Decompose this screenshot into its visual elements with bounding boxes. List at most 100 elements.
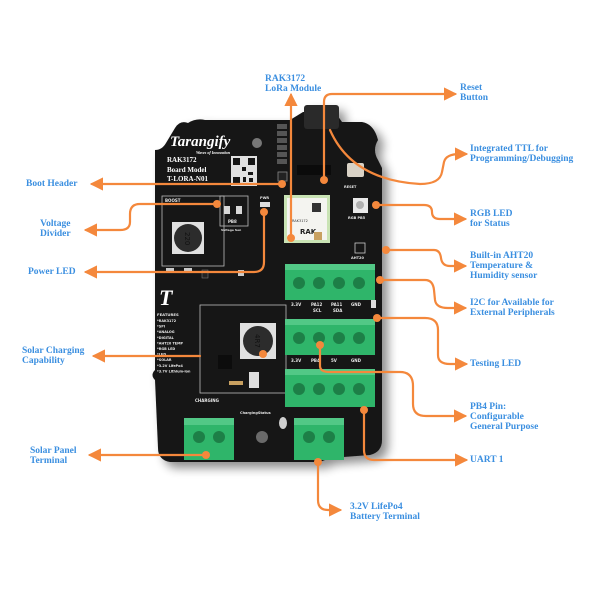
qr-code bbox=[231, 156, 257, 186]
callout-text: UART 1 bbox=[470, 455, 504, 465]
brand-tagline: Waves of Innovation bbox=[196, 150, 231, 155]
feature-item: *SOLAR bbox=[157, 358, 172, 362]
pb4-terminal bbox=[285, 319, 375, 355]
callout-text: Capability bbox=[22, 356, 65, 366]
callout-dots bbox=[202, 176, 390, 466]
inductor-4r7-label: 4R7 bbox=[253, 334, 261, 348]
mounting-hole bbox=[256, 431, 268, 443]
callout-text: Configurable bbox=[470, 412, 524, 422]
mounting-hole bbox=[252, 138, 262, 148]
reset-button bbox=[347, 163, 364, 177]
callout-text: for Status bbox=[470, 219, 510, 229]
silk-boost: BOOST bbox=[165, 198, 181, 203]
battery-terminal bbox=[294, 418, 344, 460]
power-led bbox=[260, 202, 270, 207]
callout-text: Boot Header bbox=[26, 179, 78, 189]
pin-label: PA11 bbox=[331, 302, 342, 307]
callout-text: General Purpose bbox=[470, 422, 539, 432]
feature-item: *3.2V LifePo4 bbox=[157, 364, 183, 368]
callout-text: Solar Charging bbox=[22, 346, 85, 356]
t-logo: T bbox=[159, 285, 174, 310]
uart-terminal bbox=[285, 369, 375, 407]
pin-label: GND bbox=[351, 358, 362, 363]
callout-text: Integrated TTL for bbox=[470, 144, 548, 154]
charging-status-led bbox=[279, 417, 287, 429]
pin-label: 3.3V bbox=[291, 358, 302, 363]
callout-line-testing-led bbox=[376, 316, 469, 371]
i2c-terminal bbox=[285, 264, 375, 300]
callout-text: Battery Terminal bbox=[350, 512, 420, 522]
callout-aht20: Built-in AHT20 Temperature & Humidity se… bbox=[470, 251, 537, 281]
module-brand: RAK bbox=[300, 228, 317, 236]
usb-connector bbox=[304, 105, 339, 129]
callout-text: 3.2V LifePo4 bbox=[350, 502, 403, 512]
callout-voltage: Voltage Divider bbox=[40, 219, 71, 239]
callout-text: RGB LED bbox=[470, 209, 513, 219]
callout-lines bbox=[83, 87, 469, 517]
feature-item: *ANALOG bbox=[157, 330, 175, 334]
callout-line-ttl bbox=[328, 128, 469, 186]
callout-line-pb4 bbox=[318, 343, 468, 423]
callout-text: Solar Panel bbox=[30, 446, 77, 456]
module-model: RAK3172 bbox=[292, 219, 308, 223]
callout-text: I2C for Available for bbox=[470, 298, 554, 308]
feature-item: *RGB LED bbox=[157, 347, 175, 351]
callout-text: External Peripherals bbox=[470, 308, 555, 318]
callout-text: Button bbox=[460, 93, 488, 103]
callout-solar-charging: Solar Charging Capability bbox=[22, 346, 84, 366]
feature-item: *RAK3172 bbox=[157, 319, 177, 323]
callout-text: Divider bbox=[40, 229, 71, 239]
silk-rgb: RGB PB5 bbox=[348, 216, 366, 220]
callout-text: Temperature & bbox=[470, 261, 534, 271]
feature-item: *LED bbox=[157, 353, 166, 357]
pin-sublabel: SDA bbox=[333, 308, 343, 313]
testing-led bbox=[371, 300, 376, 308]
callout-line-i2c bbox=[380, 278, 468, 315]
callout-text: PB4 Pin: bbox=[470, 402, 507, 412]
pin-sublabel: SCL bbox=[313, 308, 322, 313]
callout-text: Power LED bbox=[28, 267, 76, 277]
callout-text: Programming/Debugging bbox=[470, 154, 574, 164]
silk-reset: RESET bbox=[344, 185, 357, 189]
silk-charging: CHARGING bbox=[195, 398, 219, 403]
callout-text: RAK3172 bbox=[265, 74, 306, 84]
callout-ttl: Integrated TTL for Programming/Debugging bbox=[470, 144, 573, 164]
callout-battery: 3.2V LifePo4 Battery Terminal bbox=[350, 502, 420, 522]
board-model-line-3: T-LORA-N01 bbox=[167, 175, 208, 183]
callout-line-battery bbox=[316, 460, 343, 517]
ttl-chip bbox=[297, 165, 331, 175]
callout-text: LoRa Module bbox=[265, 84, 322, 94]
callout-text: Humidity sensor bbox=[470, 271, 538, 281]
callout-uart: UART 1 bbox=[470, 455, 504, 465]
pin-label: PA12 bbox=[311, 302, 322, 307]
callout-rak3172: RAK3172 LoRa Module bbox=[265, 74, 321, 94]
callout-line-reset bbox=[322, 87, 458, 182]
callout-line-power-led bbox=[83, 210, 266, 279]
callout-text: Voltage bbox=[40, 219, 71, 229]
callout-testing-led: Testing LED bbox=[470, 359, 521, 369]
inductor-220-label: 220 bbox=[183, 232, 191, 245]
silk-charging-status: ChargingStatus bbox=[240, 411, 271, 415]
board-model-line-1: RAK3172 bbox=[167, 156, 197, 164]
callout-boot: Boot Header bbox=[26, 179, 77, 189]
pin-label: PB4 bbox=[311, 358, 320, 363]
boot-header-pins bbox=[277, 124, 288, 182]
pin-label: GND bbox=[351, 302, 362, 307]
features-list: *RAK3172 *SPI*ANALOG *DIGITAL*AHT20 TEMP *R… bbox=[157, 319, 191, 373]
aht20-sensor bbox=[354, 242, 366, 254]
silk-pwr: PWR bbox=[260, 196, 269, 200]
brand-logo: Tarangify bbox=[170, 134, 231, 150]
feature-item: *SPI bbox=[157, 325, 165, 329]
callout-i2c: I2C for Available for External Periphera… bbox=[470, 298, 555, 318]
feature-item: *DIGITAL bbox=[157, 336, 175, 340]
voltage-divider-box bbox=[219, 195, 249, 227]
pb4-pin-labels: 3.3V PB4 5V GND bbox=[291, 358, 362, 363]
features-title: FEATURES bbox=[157, 312, 179, 317]
callout-line-voltage bbox=[83, 202, 218, 237]
pin-label: 5V bbox=[331, 358, 338, 363]
callout-reset: Reset Button bbox=[460, 83, 488, 103]
feature-item: *AHT20 TEMP bbox=[157, 341, 183, 345]
